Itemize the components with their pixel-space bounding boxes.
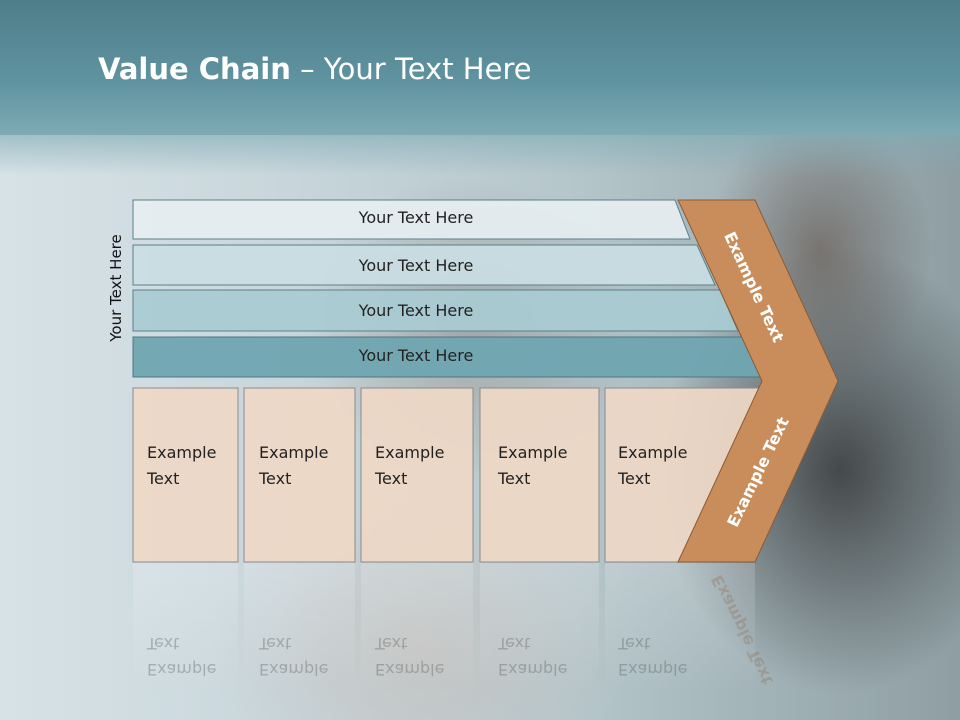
band-1 — [132, 199, 691, 240]
activity-box-1-line2: Text — [147, 469, 180, 488]
reflection-1-line2: Text — [147, 634, 180, 653]
band-2 — [132, 244, 716, 286]
activity-box-1-line1: Example — [147, 443, 217, 462]
reflection-box-4 — [480, 563, 599, 693]
margin-chevron — [677, 199, 839, 563]
activity-box-3 — [360, 387, 474, 563]
band-3-label: Your Text Here — [358, 301, 474, 320]
reflection-5-line1: Example — [618, 660, 688, 679]
reflection-box-3 — [361, 563, 473, 693]
band-4-label: Your Text Here — [358, 346, 474, 365]
band-2-label: Your Text Here — [358, 256, 474, 275]
activity-box-2-line1: Example — [259, 443, 329, 462]
reflection-3-line2: Text — [375, 634, 408, 653]
reflection-3-line1: Example — [375, 660, 445, 679]
reflection-4-line2: Text — [498, 634, 531, 653]
activity-box-4-reflection: Example Text — [498, 630, 567, 682]
reflection-box-2 — [244, 563, 355, 693]
activity-box-2-reflection: Example Text — [259, 630, 328, 682]
slide-title: Value Chain – Your Text Here — [98, 52, 532, 86]
activity-box-4-line1: Example — [498, 443, 568, 462]
activity-box-4-label: Example Text — [498, 440, 567, 492]
activity-box-3-reflection: Example Text — [375, 630, 444, 682]
reflection-box-5 — [605, 563, 755, 693]
reflection-group — [133, 563, 755, 693]
reflection-5-line2: Text — [618, 634, 651, 653]
activity-box-1 — [132, 387, 239, 563]
title-rest: – Your Text Here — [290, 52, 532, 86]
activity-box-3-line2: Text — [375, 469, 408, 488]
reflection-2-line1: Example — [259, 660, 329, 679]
reflection-1-line1: Example — [147, 660, 217, 679]
header-band — [0, 0, 960, 135]
activity-box-5-line1: Example — [618, 443, 688, 462]
activity-box-2-label: Example Text — [259, 440, 328, 492]
activity-box-3-label: Example Text — [375, 440, 444, 492]
activity-box-5-label: Example Text — [618, 440, 687, 492]
activity-box-3-line1: Example — [375, 443, 445, 462]
activity-box-1-label: Example Text — [147, 440, 216, 492]
activity-box-5-line2: Text — [618, 469, 651, 488]
reflection-box-1 — [133, 563, 238, 693]
activity-box-2 — [243, 387, 356, 563]
reflection-4-line1: Example — [498, 660, 568, 679]
reflection-2-line2: Text — [259, 634, 292, 653]
header-fade — [0, 135, 960, 175]
title-bold: Value Chain — [98, 52, 291, 86]
band-3 — [132, 289, 739, 332]
activity-box-5-reflection: Example Text — [618, 630, 687, 682]
activity-box-2-line2: Text — [259, 469, 292, 488]
activity-box-4 — [479, 387, 600, 563]
activity-box-1-reflection: Example Text — [147, 630, 216, 682]
activity-box-4-line2: Text — [498, 469, 531, 488]
band-1-label: Your Text Here — [358, 208, 474, 227]
